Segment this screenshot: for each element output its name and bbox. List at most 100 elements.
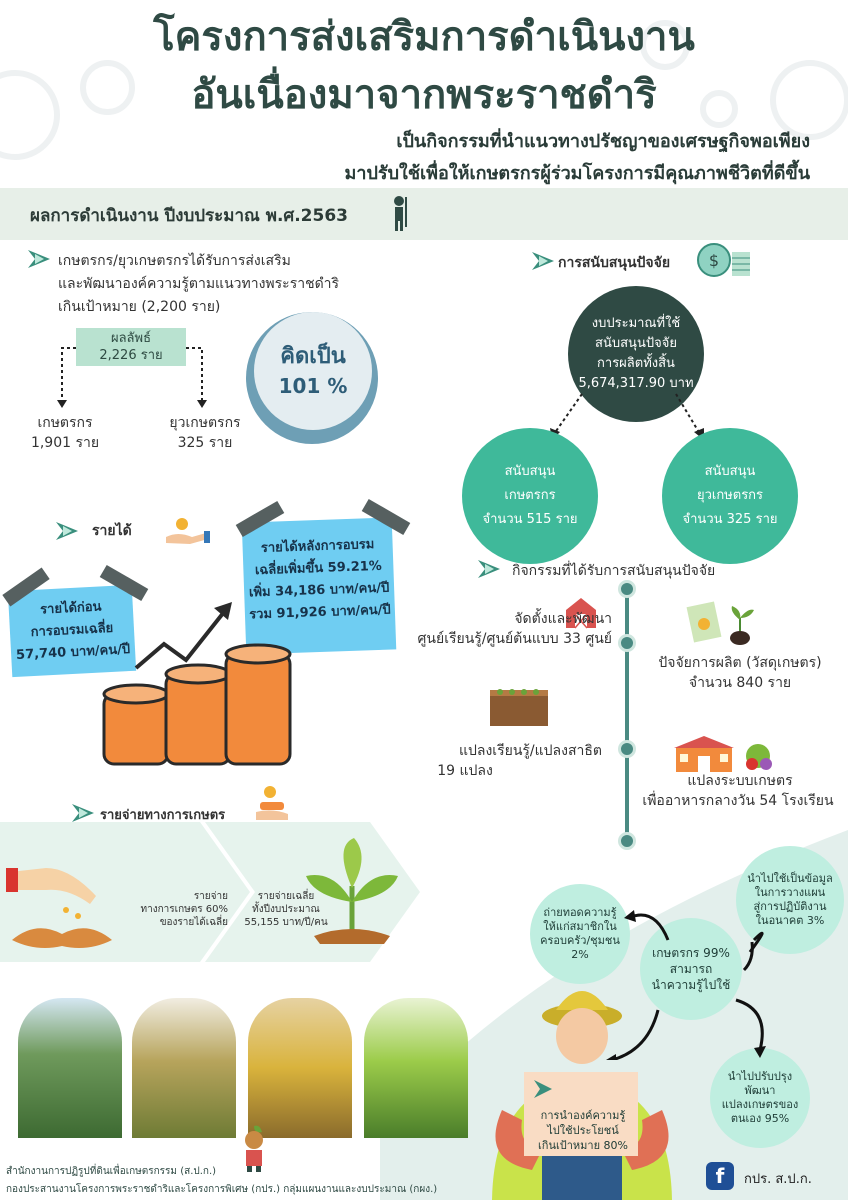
budget-line3: การผลิตทั้งสิ้น <box>597 356 675 371</box>
youth-count-value: 325 ราย <box>177 435 233 451</box>
support-youth-line2: ยุวเกษตรกร <box>696 488 764 503</box>
timeline-dot <box>618 634 636 652</box>
benefit-text: การนำองค์ความรู้ ไปใช้ประโยชน์ เกินเป้าห… <box>528 1108 638 1153</box>
support-farmers-line3: จำนวน 515 ราย <box>482 512 578 527</box>
expense-item2-line2: ทั้งปีงบประมาณ <box>252 904 320 915</box>
facebook-icon[interactable]: f <box>706 1162 734 1190</box>
farmers-count-label: เกษตรกร <box>37 415 93 431</box>
knowledge-center-circle: เกษตรกร 99% สามารถ นำความรู้ไปใช้ <box>640 918 742 1020</box>
farmer-icon <box>394 196 407 231</box>
knowledge-flow-arrows <box>606 910 766 1060</box>
decor-circle <box>770 60 848 140</box>
youth-count-label: ยุวเกษตรกร <box>169 415 241 431</box>
chevron-right-icon <box>478 560 500 578</box>
percent-label: คิดเป็น <box>280 344 346 369</box>
photo-harvest <box>132 998 236 1138</box>
knowledge-improve-circle: นำไปปรับปรุง พัฒนา แปลงเกษตรของ ตนเอง 95… <box>710 1048 810 1148</box>
decor-circle <box>700 90 738 128</box>
support-youth-line1: สนับสนุน <box>704 464 756 479</box>
knowledge-plan-line1: นำไปใช้เป็นข้อมูล <box>747 872 833 885</box>
knowledge-share-line2: ให้แก่สมาชิกใน <box>543 920 617 933</box>
mascot-icon <box>245 1125 263 1172</box>
seed-pack-icon <box>686 601 754 645</box>
activities-heading: กิจกรรมที่ได้รับการสนับสนุนปัจจัย <box>512 563 716 579</box>
percent-circle: คิดเป็น 101 % <box>254 312 372 430</box>
result-split-arrows <box>57 347 207 408</box>
expense-item1-line1: รายจ่าย <box>193 891 228 902</box>
knowledge-plan-line3: สู่การปฏิบัติงาน <box>753 900 827 913</box>
activity4-line2: เพื่ออาหารกลางวัน 54 โรงเรียน <box>642 793 834 809</box>
expense-item2-line1: รายจ่ายเฉลี่ย <box>257 891 315 902</box>
expense-item2: รายจ่ายเฉลี่ย ทั้งปีงบประมาณ 55,155 บาท/… <box>222 890 350 929</box>
activity2-line2: จำนวน 840 ราย <box>688 675 792 691</box>
activity1-line1: จัดตั้งและพัฒนา <box>514 611 612 627</box>
school-vegetables-icon <box>674 736 772 772</box>
photo-melons <box>248 998 352 1138</box>
support-farmers-circle: สนับสนุน เกษตรกร จำนวน 515 ราย <box>462 428 598 564</box>
knowledge-center-line2: สามารถ <box>669 962 713 976</box>
money-coins-icon: $ <box>697 243 750 277</box>
chevron-right-icon <box>534 1080 552 1098</box>
percent-value: 101 % <box>278 374 348 398</box>
budget-circle: งบประมาณที่ใช้ สนับสนุนปัจจัย การผลิตทั้… <box>568 286 704 422</box>
expense-item1-line2: ทางการเกษตร 60% <box>140 904 228 915</box>
decor-circle <box>0 70 60 160</box>
activity4-line1: แปลงระบบเกษตร <box>687 773 793 789</box>
knowledge-improve-line1: นำไปปรับปรุง <box>727 1070 793 1083</box>
factor-support-heading: การสนับสนุนปัจจัย <box>558 255 671 271</box>
knowledge-plan-line4: ในอนาคต 3% <box>755 914 825 927</box>
knowledge-share-circle: ถ่ายทอดความรู้ ให้แก่สมาชิกใน ครอบครัว/ช… <box>530 884 630 984</box>
knowledge-share-line1: ถ่ายทอดความรู้ <box>543 906 617 919</box>
footer-line2: กองประสานงานโครงการพระราชดำริและโครงการพ… <box>6 1184 438 1195</box>
expense-chevron-band <box>0 822 420 962</box>
money-hand-icon <box>166 518 210 544</box>
timeline-dot <box>618 740 636 758</box>
activities-timeline <box>625 586 629 842</box>
expense-item1-line3: ของรายได้เฉลี่ย <box>159 917 228 928</box>
support-farmers-line1: สนับสนุน <box>504 464 556 479</box>
coin-stacks-growth-icon <box>102 602 292 766</box>
garden-plot-icon <box>490 689 548 726</box>
results-banner <box>0 188 848 240</box>
knowledge-improve-line3: แปลงเกษตรของ <box>721 1098 799 1111</box>
support-youth-circle: สนับสนุน ยุวเกษตรกร จำนวน 325 ราย <box>662 428 798 564</box>
knowledge-plan-line2: ในการวางแผน <box>754 886 826 899</box>
knowledge-share-line3: ครอบครัว/ชุมชน <box>540 934 620 947</box>
result-label: ผลลัพธ์ <box>110 331 152 346</box>
photo-rice-field <box>364 998 468 1138</box>
chevron-right-icon <box>56 522 78 540</box>
knowledge-plan-circle: นำไปใช้เป็นข้อมูล ในการวางแผน สู่การปฏิบ… <box>736 846 844 954</box>
seed-sowing-icon <box>6 868 112 948</box>
knowledge-share-line4: 2% <box>571 948 589 961</box>
decor-circle <box>640 20 690 70</box>
timeline-dot <box>618 580 636 598</box>
knowledge-center-line1: เกษตรกร 99% <box>652 946 730 960</box>
budget-line4: 5,674,317.90 บาท <box>578 376 694 391</box>
subtitle-line1: เป็นกิจกรรมที่นำแนวทางปรัชญาของเศรษฐกิจพ… <box>396 131 810 152</box>
promotion-line2: และพัฒนาองค์ความรู้ตามแนวทางพระราชดำริ <box>58 276 340 292</box>
result-value: 2,226 ราย <box>99 348 163 363</box>
activity2-line1: ปัจจัยการผลิต (วัสดุเกษตร) <box>658 655 822 671</box>
photo-forest <box>18 998 122 1138</box>
activity3-line1: แปลงเรียนรู้/แปลงสาธิต <box>458 743 602 759</box>
chevron-right-icon <box>532 252 554 270</box>
decor-circle <box>80 60 135 115</box>
svg-text:$: $ <box>709 251 719 270</box>
timeline-dot <box>618 832 636 850</box>
activity1-line2: ศูนย์เรียนรู้/ศูนย์ต้นแบบ 33 ศูนย์ <box>417 631 612 647</box>
subtitle-line2: มาปรับใช้เพื่อให้เกษตรกรผู้ร่วมโครงการมี… <box>344 163 810 184</box>
knowledge-improve-line2: พัฒนา <box>744 1084 776 1097</box>
knowledge-center-line3: นำความรู้ไปใช้ <box>651 978 731 992</box>
budget-line2: สนับสนุนปัจจัย <box>595 336 677 351</box>
benefit-line1: การนำองค์ความรู้ <box>540 1109 626 1122</box>
support-youth-line3: จำนวน 325 ราย <box>682 512 778 527</box>
promotion-line3: เกินเป้าหมาย (2,200 ราย) <box>58 299 221 315</box>
income-heading: รายได้ <box>92 523 132 539</box>
chevron-right-icon <box>72 804 94 822</box>
page-title-line2: อันเนื่องมาจากพระราชดำริ <box>191 72 657 118</box>
page-title-line1: โครงการส่งเสริมการดำเนินงาน <box>153 14 695 60</box>
benefit-line3: เกินเป้าหมาย 80% <box>538 1139 628 1152</box>
facebook-page-label[interactable]: กปร. ส.ป.ก. <box>744 1172 812 1187</box>
chevron-right-icon <box>28 250 50 268</box>
expense-item2-line3: 55,155 บาท/ปี/คน <box>244 917 328 928</box>
